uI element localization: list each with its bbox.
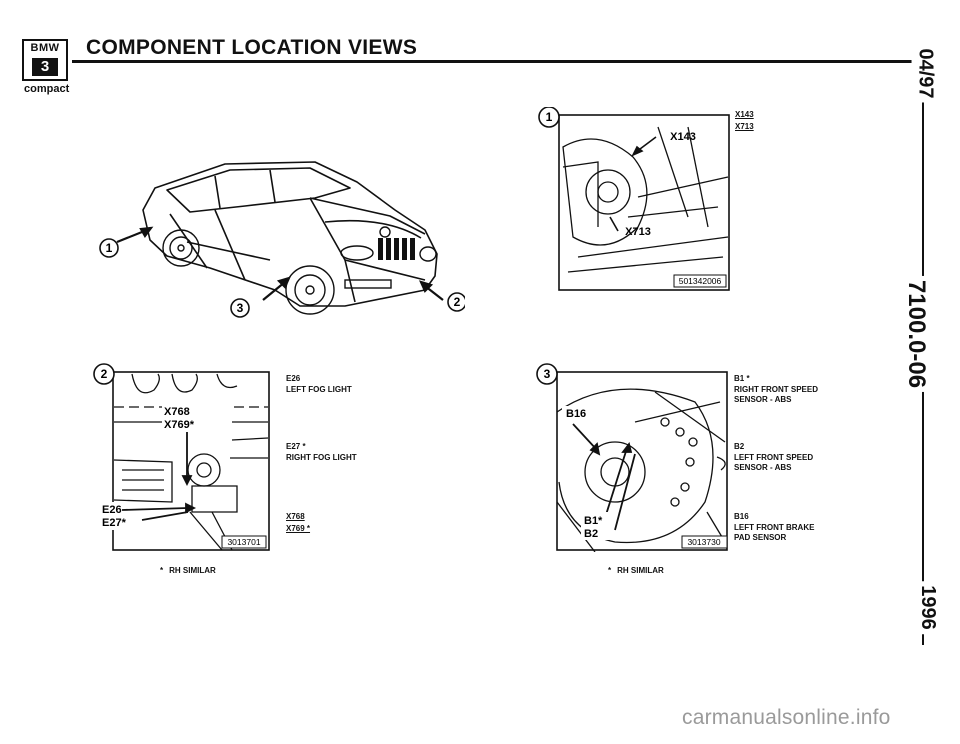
view-1-callout: 1 [546, 110, 553, 124]
view-3-label-b2: B2 [584, 528, 598, 540]
bmw-logo: BMW 3 [22, 39, 68, 81]
view-2-legend-e26: E26 LEFT FOG LIGHT [286, 374, 406, 395]
note-text: RH SIMILAR [169, 566, 216, 575]
view-3-photo: 3 B16 B1* B2 3013730 [536, 363, 728, 552]
view-3-legend-b2: B2 LEFT FRONT SPEED SENSOR - ABS [734, 442, 818, 474]
legend-desc: LEFT FOG LIGHT [286, 384, 352, 394]
view-2-label-x769: X769* [164, 419, 195, 431]
legend-code: E26 [286, 374, 301, 383]
page-title: COMPONENT LOCATION VIEWS [86, 36, 418, 59]
legend-desc: RIGHT FOG LIGHT [286, 452, 357, 462]
view-2-legend-x768: X768 [286, 512, 305, 521]
view-1-photo-id: 501342006 [679, 276, 722, 286]
page-number: 7100.0-06 [900, 275, 933, 393]
logo-series: 3 [32, 58, 58, 76]
model-year: 1996 [913, 581, 941, 634]
note-text: RH SIMILAR [617, 566, 664, 575]
view-3-note: * RH SIMILAR [608, 566, 664, 575]
view-1-legend-x143: X143 [735, 110, 754, 119]
legend-code: B16 [734, 512, 749, 521]
logo-subtitle: compact [24, 83, 70, 95]
view-2-photo: 2 X768 X769* E26 E27* 3013701 [93, 363, 270, 551]
view-2-callout: 2 [101, 367, 108, 381]
overview-callout-1: 1 [106, 241, 113, 255]
view-2-legend-x769: X769 * [286, 524, 311, 533]
view-2-label-x768: X768 [164, 406, 190, 418]
view-1-label-x713: X713 [625, 226, 651, 238]
overview-callout-2: 2 [454, 295, 461, 309]
legend-code: B2 [734, 442, 745, 451]
legend-code: B1 * [734, 374, 750, 383]
revision-date: 04/97 [911, 44, 939, 103]
view-2-photo-id: 3013701 [227, 537, 260, 547]
legend-desc: RIGHT FRONT SPEED SENSOR - ABS [734, 384, 819, 405]
view-3-legend-b16: B16 LEFT FRONT BRAKE PAD SENSOR [734, 512, 818, 544]
note-star: * [608, 566, 612, 575]
overview-callout-3: 3 [237, 301, 244, 315]
view-3-label-b16: B16 [566, 408, 586, 420]
view-3-photo-id: 3013730 [687, 537, 720, 547]
view-2-legend-e27: E27 * RIGHT FOG LIGHT [286, 442, 406, 463]
view-2-label-e27: E27* [102, 517, 127, 529]
watermark: carmanualsonline.info [682, 706, 891, 729]
view-3-legend-b1: B1 * RIGHT FRONT SPEED SENSOR - ABS [734, 374, 818, 406]
legend-desc: LEFT FRONT SPEED SENSOR - ABS [734, 452, 814, 473]
legend-desc: LEFT FRONT BRAKE PAD SENSOR [734, 522, 815, 543]
legend-code: E27 * [286, 442, 306, 451]
note-star: * [160, 566, 164, 575]
view-3-label-b1: B1* [584, 515, 603, 527]
view-1-label-x143: X143 [670, 131, 696, 143]
logo-brand: BMW [30, 42, 60, 54]
view-2-note: * RH SIMILAR [160, 566, 216, 575]
view-1-photo: 1 X143 X713 501342006 [538, 107, 730, 291]
view-1-legend-x713: X713 [735, 122, 754, 131]
title-rule [72, 60, 914, 63]
car-overview-drawing: 1 3 2 [99, 161, 465, 318]
view-3-callout: 3 [544, 367, 551, 381]
view-2-label-e26: E26 [102, 504, 122, 516]
